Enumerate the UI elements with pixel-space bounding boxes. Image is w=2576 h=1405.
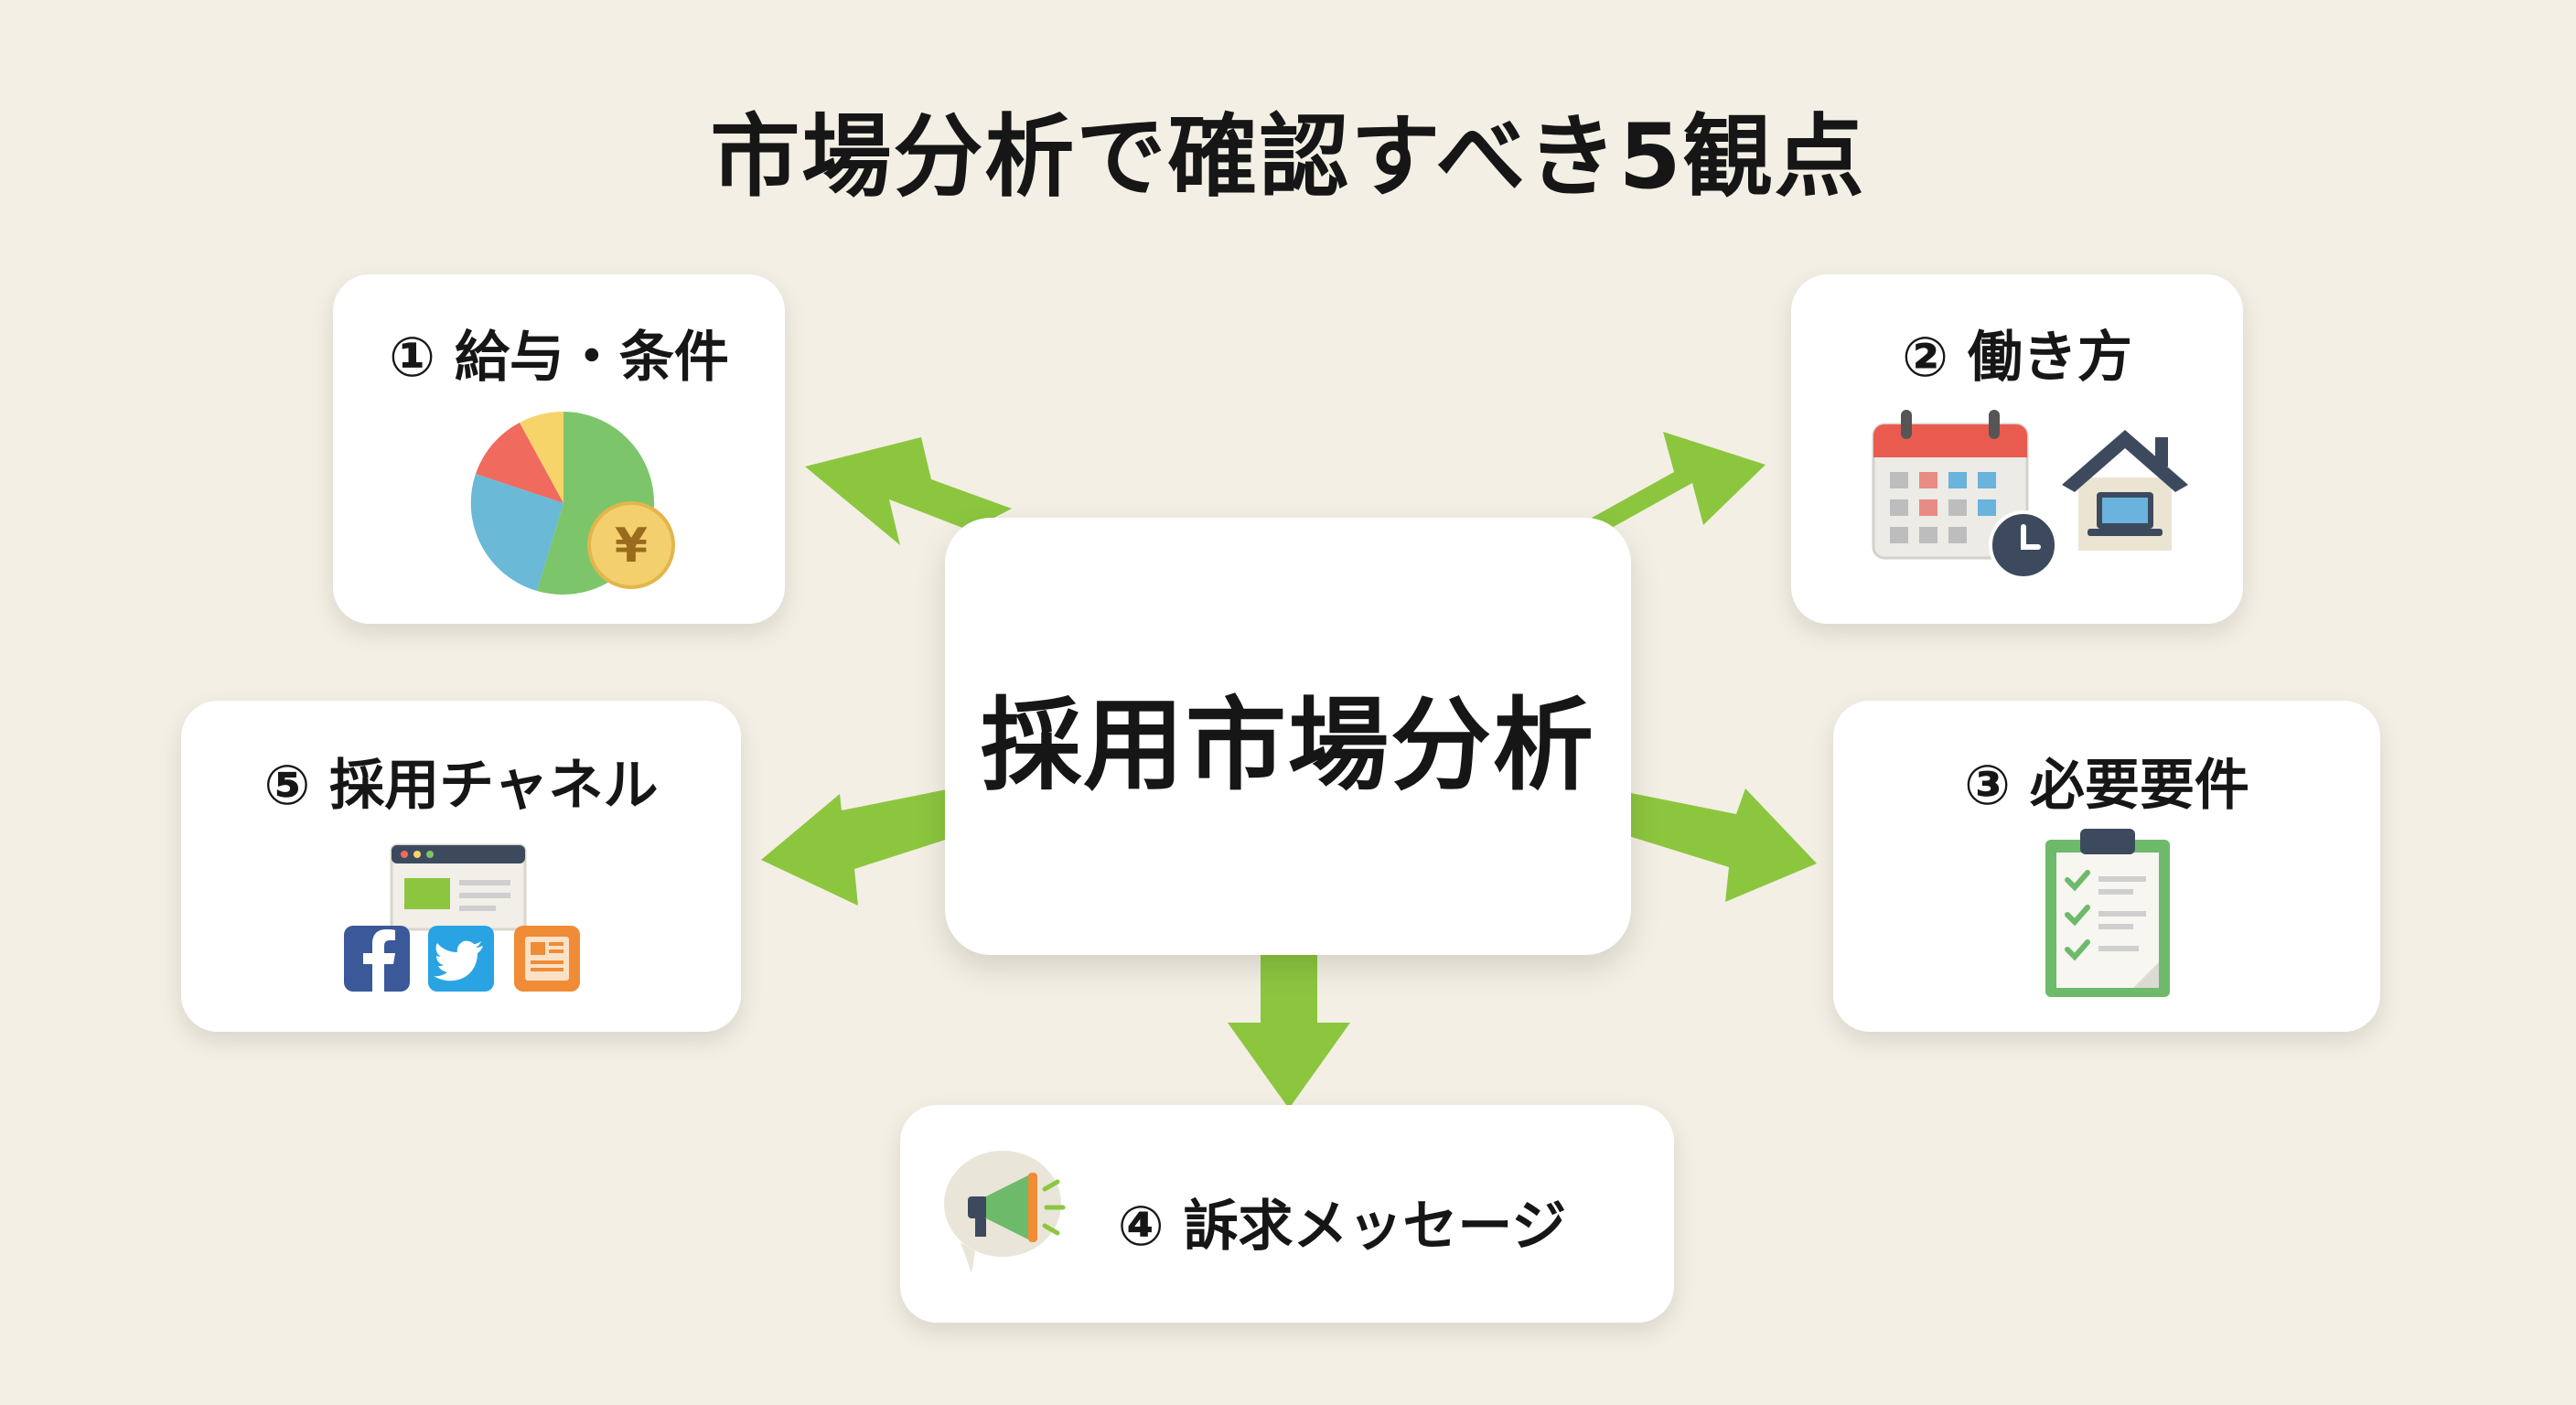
- arrow-to-salary: [805, 437, 1012, 545]
- clipboard-checklist-icon: [2045, 829, 2170, 997]
- arrow-to-channel: [761, 788, 957, 906]
- card-workstyle-number: ②: [1902, 326, 1948, 390]
- card-salary-number: ①: [389, 326, 435, 390]
- card-salary-label: 給与・条件: [454, 326, 729, 390]
- card-channel-title: ⑤ 採用チャネル: [181, 741, 741, 820]
- card-message-title: ④ 訴求メッセージ: [1010, 1182, 1674, 1261]
- card-message-number: ④: [1117, 1195, 1165, 1259]
- browser-window-icon: [390, 843, 527, 931]
- card-channel-number: ⑤: [263, 754, 311, 818]
- card-workstyle: ② 働き方: [1791, 274, 2243, 624]
- card-workstyle-title: ② 働き方: [1791, 313, 2243, 392]
- calendar-icon: [1872, 410, 2029, 560]
- arrow-to-workstyle: [1592, 432, 1766, 529]
- yen-symbol: ¥: [615, 519, 648, 574]
- card-requirements: ③ 必要要件: [1833, 701, 2380, 1032]
- facebook-icon: [344, 926, 410, 992]
- card-channel: ⑤ 採用チャネル: [181, 701, 741, 1032]
- arrow-to-requirements: [1623, 788, 1817, 902]
- card-requirements-number: ③: [1964, 754, 2011, 818]
- card-message-label: 訴求メッセージ: [1183, 1195, 1567, 1259]
- page-title: 市場分析で確認すべき5観点: [710, 105, 1866, 209]
- megaphone-icon: [944, 1151, 1066, 1273]
- arrow-to-message: [1228, 951, 1350, 1109]
- card-workstyle-label: 働き方: [1967, 326, 2132, 390]
- center-label: 採用市場分析: [981, 687, 1595, 804]
- house-laptop-icon: [2062, 430, 2188, 551]
- news-icon: [514, 926, 580, 992]
- yen-coin-icon: ¥: [587, 501, 675, 589]
- pie-chart-icon: [470, 411, 654, 595]
- clock-icon: [1989, 510, 2058, 580]
- card-salary-title: ① 給与・条件: [333, 313, 785, 392]
- card-channel-label: 採用チャネル: [329, 754, 659, 818]
- twitter-icon: [428, 926, 494, 992]
- card-message: ④ 訴求メッセージ: [900, 1105, 1674, 1323]
- card-requirements-label: 必要要件: [2029, 754, 2249, 818]
- center-card: 採用市場分析: [945, 518, 1631, 955]
- card-requirements-title: ③ 必要要件: [1833, 741, 2380, 820]
- card-salary: ① 給与・条件 ¥: [333, 274, 785, 624]
